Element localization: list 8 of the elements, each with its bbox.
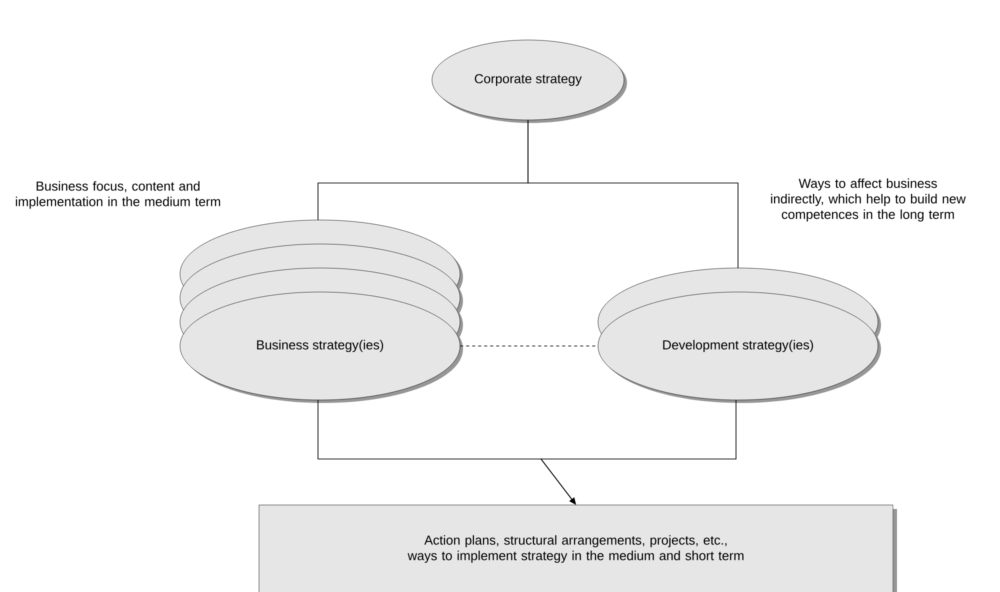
process-box: Action plans, structural arrangements, projects, etc., ways to implement strategy in the medium and short term [258,504,897,592]
ellipse-stack: Development strategy(ies) [598,268,881,403]
node-label: Business strategy(ies) [257,340,384,352]
ellipse-node: Corporate strategy [432,40,627,123]
connector [528,120,738,268]
ellipse-stack: Business strategy(ies) [180,220,463,403]
annotation-text: Business focus, content and implementation in the medium term [16,181,220,209]
annotation-text: Ways to affect business indirectly, which help to build new competences in the long term [771,178,966,222]
